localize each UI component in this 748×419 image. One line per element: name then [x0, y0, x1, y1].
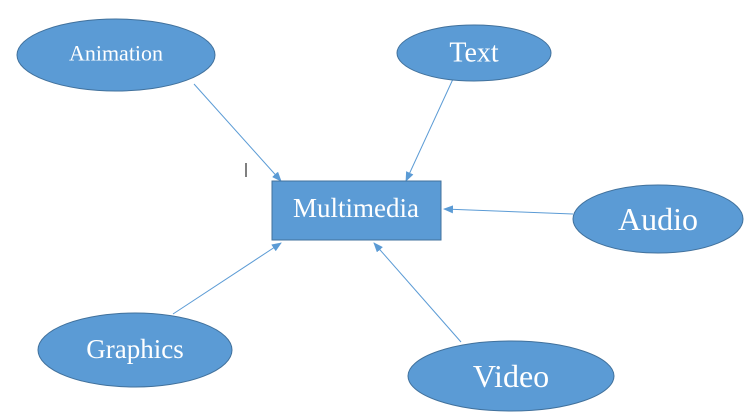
node-text-label: Text	[449, 38, 499, 69]
arrow-video-to-multimedia	[373, 242, 462, 343]
node-video: Video	[407, 340, 615, 412]
node-graphics-shape	[37, 312, 233, 388]
node-graphics-label: Graphics	[86, 334, 183, 364]
node-audio-label: Audio	[618, 201, 698, 237]
arrow-text-to-multimedia	[405, 78, 454, 182]
arrow-graphics-to-multimedia	[172, 242, 282, 315]
node-animation-shape	[16, 18, 216, 92]
arrow-animation-to-multimedia	[193, 83, 282, 182]
node-video-shape	[407, 340, 615, 412]
node-multimedia-shape	[271, 180, 442, 241]
node-graphics: Graphics	[37, 312, 233, 388]
arrow-audio-to-multimedia	[443, 205, 574, 215]
node-animation-label: Animation	[69, 41, 163, 66]
node-video-label: Video	[473, 358, 549, 394]
node-audio-shape	[572, 184, 744, 254]
node-multimedia: Multimedia	[271, 180, 442, 241]
node-text-shape	[396, 24, 552, 82]
node-animation: Animation	[16, 18, 216, 92]
node-audio: Audio	[572, 184, 744, 254]
node-text: Text	[396, 24, 552, 82]
node-multimedia-label: Multimedia	[293, 193, 419, 223]
